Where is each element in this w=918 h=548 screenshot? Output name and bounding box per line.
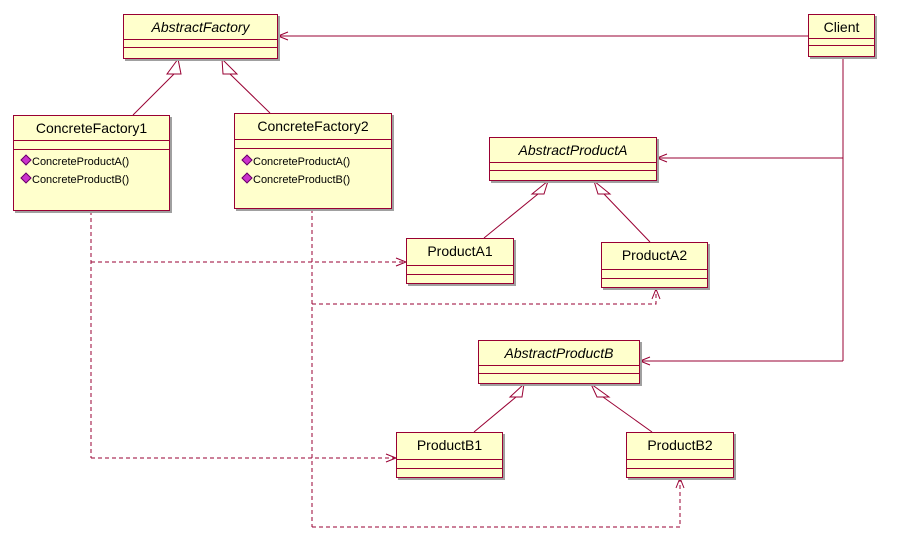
operation-concrete-product-a: ConcreteProductA() <box>241 154 351 169</box>
compartment-divider <box>490 170 656 171</box>
product-a2-generalization-line <box>603 193 651 243</box>
compartment-divider <box>124 39 277 40</box>
compartment-divider <box>407 274 513 275</box>
compartment-divider <box>479 365 639 366</box>
compartment-divider <box>809 45 874 46</box>
compartment-divider <box>602 278 707 279</box>
class-abstract-product-a[interactable]: AbstractProductA <box>489 137 657 181</box>
factory1-generalization-line <box>132 73 175 116</box>
generalization-triangle <box>589 382 611 398</box>
compartment-divider <box>627 459 733 460</box>
generalization-triangle <box>593 179 612 195</box>
operation-label: ConcreteProductA() <box>32 156 130 168</box>
arrow-head <box>638 356 651 366</box>
operation-label: ConcreteProductB() <box>253 174 351 186</box>
operation-concrete-product-b: ConcreteProductB() <box>20 172 130 187</box>
class-abstract-factory[interactable]: AbstractFactory <box>123 14 278 59</box>
generalization-triangle <box>166 57 182 75</box>
class-name: AbstractProductB <box>504 345 614 361</box>
operation-concrete-product-b: ConcreteProductB() <box>241 172 351 187</box>
class-name: ProductB1 <box>416 437 483 453</box>
compartment-divider <box>124 47 277 48</box>
operation-diamond-icon <box>241 172 253 184</box>
product-a1-generalization-line <box>483 193 539 239</box>
compartment-divider <box>397 468 502 469</box>
compartment-divider <box>14 140 169 141</box>
operation-diamond-icon <box>20 172 32 184</box>
class-concrete-factory2[interactable]: ConcreteFactory2 ConcreteProductA() Conc… <box>234 113 392 209</box>
class-name: AbstractFactory <box>151 19 250 35</box>
generalization-triangle <box>508 382 525 398</box>
factory2-to-product-a2-line <box>312 290 657 305</box>
class-name: Client <box>823 19 860 35</box>
class-name: ProductA2 <box>621 247 688 263</box>
compartment-divider <box>602 269 707 270</box>
compartment-divider <box>809 38 874 39</box>
class-product-b2[interactable]: ProductB2 <box>626 432 734 478</box>
class-product-a2[interactable]: ProductA2 <box>601 242 708 288</box>
class-abstract-product-b[interactable]: AbstractProductB <box>478 340 640 384</box>
class-concrete-factory1[interactable]: ConcreteFactory1 ConcreteProductA() Conc… <box>13 115 170 211</box>
class-name: ProductA1 <box>427 243 493 259</box>
class-name: ConcreteFactory2 <box>257 118 369 134</box>
compartment-divider <box>235 139 391 140</box>
class-name: ConcreteFactory1 <box>35 120 148 136</box>
class-product-b1[interactable]: ProductB1 <box>396 432 503 478</box>
factory2-generalization-line <box>229 73 271 114</box>
compartment-divider <box>397 459 502 460</box>
compartment-divider <box>490 162 656 163</box>
compartment-divider <box>14 149 169 150</box>
compartment-divider <box>407 265 513 266</box>
arrow-head <box>675 476 685 489</box>
operation-concrete-product-a: ConcreteProductA() <box>20 154 130 169</box>
compartment-divider <box>479 373 639 374</box>
product-b2-generalization-line <box>602 396 653 433</box>
generalization-triangle <box>530 179 549 195</box>
arrow-head <box>655 153 668 163</box>
class-product-a1[interactable]: ProductA1 <box>406 238 514 284</box>
compartment-divider <box>235 148 391 149</box>
operation-label: ConcreteProductA() <box>253 156 351 168</box>
operation-label: ConcreteProductB() <box>32 174 130 186</box>
generalization-triangle <box>221 57 239 75</box>
arrow-head <box>651 287 661 300</box>
operation-diamond-icon <box>241 154 253 166</box>
class-name: AbstractProductA <box>518 142 628 158</box>
factory2-to-product-b2-line <box>312 479 681 528</box>
product-b1-generalization-line <box>473 396 517 433</box>
arrow-head <box>276 31 289 41</box>
class-client[interactable]: Client <box>808 14 875 57</box>
operation-diamond-icon <box>20 154 32 166</box>
class-name: ProductB2 <box>647 437 713 453</box>
compartment-divider <box>627 468 733 469</box>
